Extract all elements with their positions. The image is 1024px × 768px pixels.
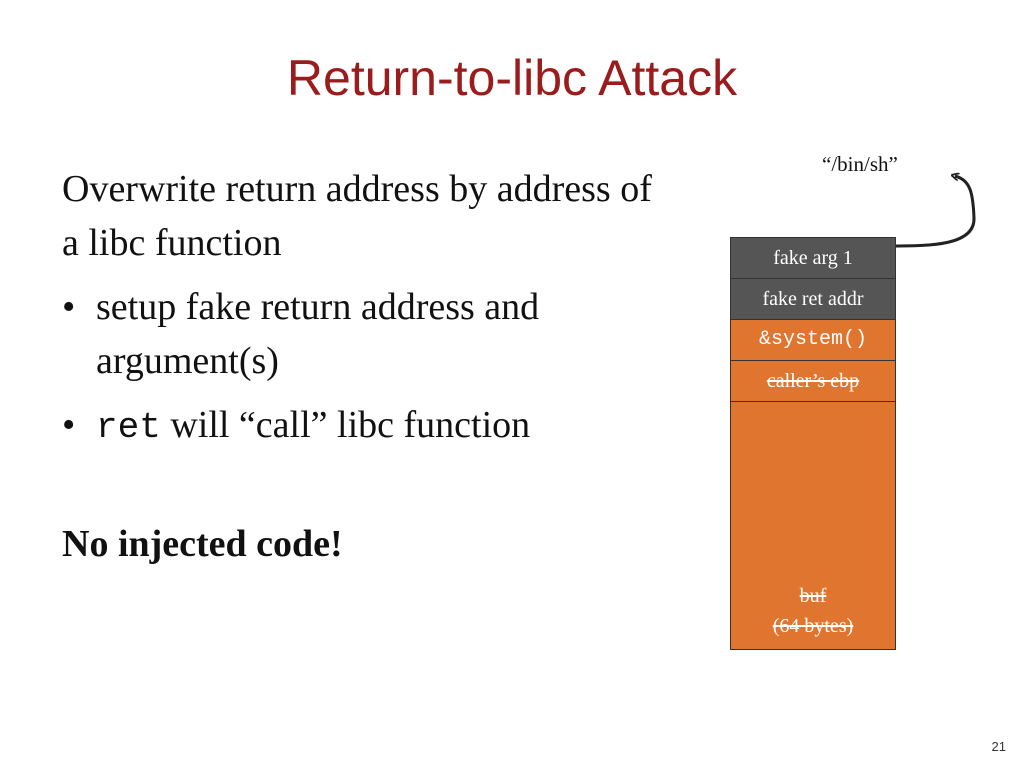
bullet-code: ret: [96, 407, 161, 448]
buf-label: buf: [799, 585, 827, 607]
bullet-text: will “call” libc function: [160, 404, 531, 446]
bullet-item: • setup fake return address and argument…: [62, 280, 662, 388]
bullet-text: setup fake return address and argument(s…: [96, 286, 540, 382]
stack-cell-buf: buf (64 bytes): [731, 401, 895, 649]
bullet-marker: •: [62, 286, 76, 328]
callers-ebp-label: caller’s ebp: [766, 370, 860, 392]
slide-body: Overwrite return address by address of a…: [62, 162, 662, 571]
slide-title: Return-to-libc Attack: [286, 50, 738, 106]
stack-cell-system-addr: &system(): [731, 319, 895, 360]
emphasis-text: No injected code!: [62, 523, 343, 565]
arrow-curve: [893, 176, 976, 248]
bullet-item: • ret will “call” libc function: [62, 398, 662, 455]
stack-cell-fake-ret-addr: fake ret addr: [731, 278, 895, 319]
stack-cell-fake-arg: fake arg 1: [731, 237, 895, 278]
page-number: 21: [991, 739, 1006, 754]
intro-text: Overwrite return address by address of a…: [62, 168, 652, 264]
bullet-list: • setup fake return address and argument…: [62, 280, 662, 455]
stack-cell-callers-ebp: caller’s ebp: [731, 360, 895, 401]
bullet-marker: •: [62, 404, 76, 446]
pointer-arrow: [893, 160, 976, 248]
buf-size-label: (64 bytes): [772, 615, 854, 637]
bin-sh-label: “/bin/sh”: [822, 152, 898, 176]
stack-diagram: fake arg 1 fake ret addr &system() calle…: [730, 237, 896, 650]
